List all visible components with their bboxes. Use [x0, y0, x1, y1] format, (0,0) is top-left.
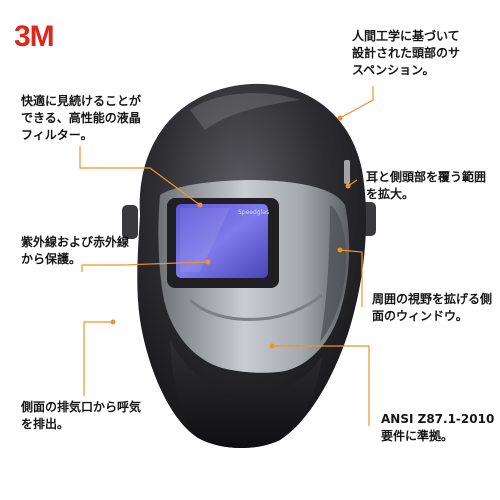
lens-reflection: [180, 208, 230, 272]
shell-highlight: [190, 93, 300, 130]
side-brand-strip: [344, 160, 350, 184]
dot-uv: [205, 259, 211, 265]
auto-darkening-lens: [176, 204, 268, 278]
left-ear-knob: [122, 205, 138, 239]
leader-exhaust: [83, 321, 113, 396]
leader-dots: [110, 115, 351, 349]
callout-filter: 快適に見続けることができる、高性能の液晶フィルター。: [21, 94, 142, 142]
callout-ansi: ANSI Z87.1-2010 要件に準拠。: [381, 412, 495, 443]
dot-suspension: [337, 115, 343, 121]
lens-brand-text: Speedglas: [238, 209, 269, 216]
callout-uv: 紫外線および赤外線から保護。: [21, 235, 130, 266]
callout-exhaust: 側面の排気口から呼気を排出。: [21, 400, 142, 431]
leader-ansi: [272, 345, 370, 426]
dot-side-window: [337, 247, 343, 253]
dot-exhaust: [110, 319, 116, 325]
faceplate-ridge: [188, 293, 323, 321]
leader-side-window: [339, 249, 363, 307]
leader-suspension: [339, 86, 374, 119]
helmet-chin: [170, 340, 322, 449]
side-window-band: [320, 205, 347, 342]
brand-logo: 3M: [14, 20, 55, 53]
callout-ear-cover: 耳と側頭部を覆う範囲を拡大。: [366, 170, 487, 201]
callout-side-window: 周囲の視野を拡げる側面のウィンドウ。: [372, 292, 493, 323]
leader-uv: [81, 261, 209, 272]
leader-filter: [79, 146, 201, 206]
dot-ear-cover: [345, 183, 351, 189]
callout-suspension: 人間工学に基づいて設計された頭部のサスペンション。: [352, 29, 461, 77]
dot-filter: [197, 202, 203, 208]
dot-ansi: [269, 343, 275, 349]
